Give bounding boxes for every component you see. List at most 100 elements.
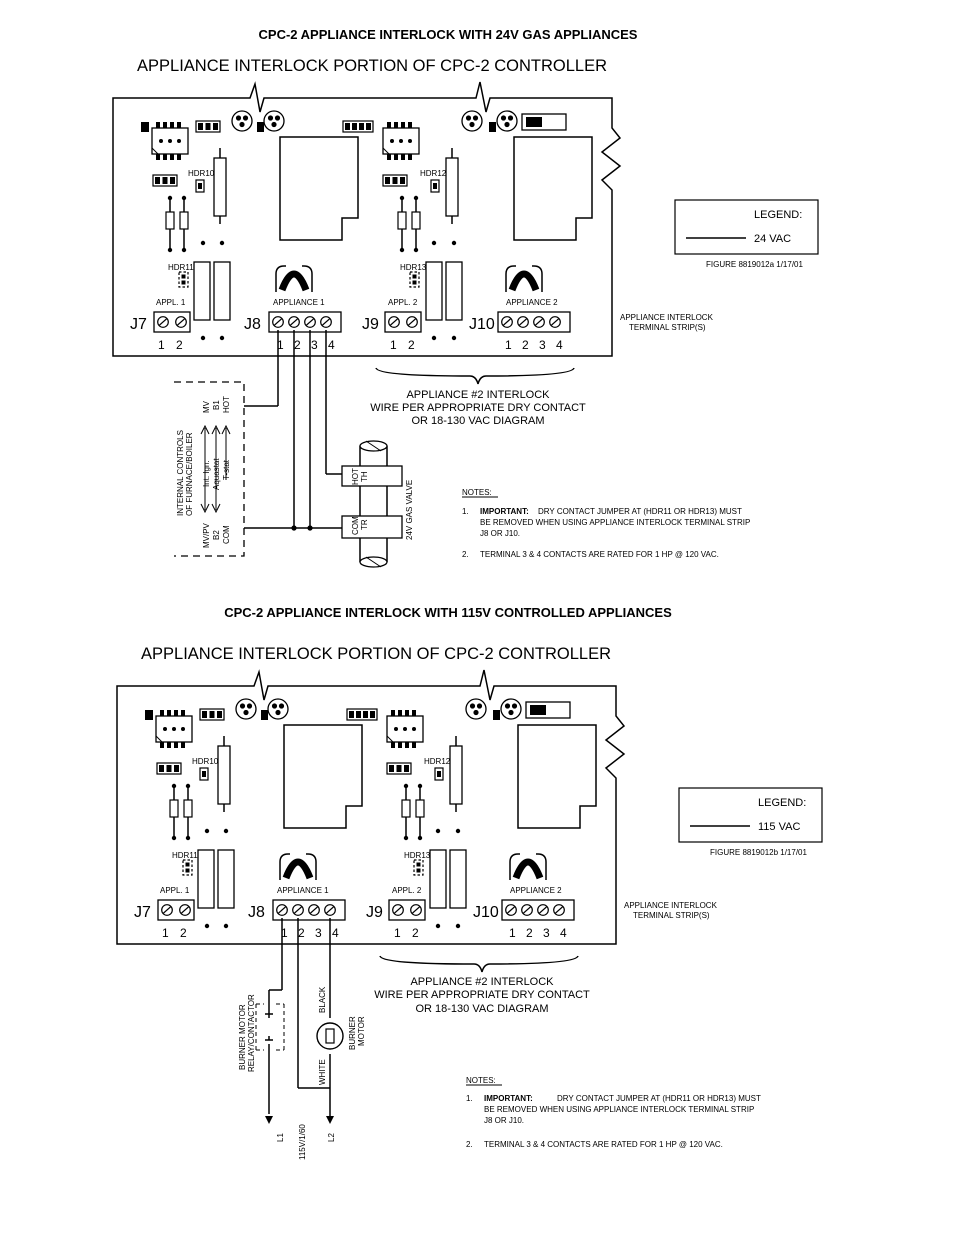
bottom-notes: NOTES: 1. IMPORTANT: DRY CONTACT JUMPER …: [466, 1076, 761, 1149]
svg-text:2: 2: [298, 926, 305, 940]
svg-text:MV: MV: [202, 400, 211, 413]
mounting-screw-icon: [500, 698, 522, 720]
bottom-board-subtitle: APPLIANCE INTERLOCK PORTION OF CPC-2 CON…: [141, 645, 611, 663]
svg-text:24V GAS VALVE: 24V GAS VALVE: [405, 480, 414, 540]
svg-text:J8 OR J10.: J8 OR J10.: [480, 529, 520, 538]
svg-text:WIRE PER APPROPRIATE DRY CONTA: WIRE PER APPROPRIATE DRY CONTACT: [370, 402, 586, 414]
svg-text:1: 1: [162, 926, 169, 940]
appliance2-label: APPLIANCE 2: [506, 298, 558, 307]
appl2-label: APPL. 2: [388, 298, 418, 307]
resistor-pair-icon: [165, 195, 189, 253]
svg-text:BLACK: BLACK: [318, 986, 327, 1013]
appliance2-label: APPLIANCE 2: [510, 886, 562, 895]
terminal-strip-j7: [153, 311, 191, 333]
j9-label: J9: [362, 316, 379, 333]
figure-label: FIGURE 8819012b 1/17/01: [710, 848, 808, 857]
top-diagram-title: CPC-2 APPLIANCE INTERLOCK WITH 24V GAS A…: [259, 27, 638, 42]
svg-text:2: 2: [180, 926, 187, 940]
appliance2-brace: [375, 367, 575, 385]
svg-text:3: 3: [311, 338, 318, 352]
terminal-strip-j10: [497, 311, 571, 333]
svg-text:3: 3: [543, 926, 550, 940]
svg-text:B1: B1: [212, 400, 221, 410]
relay-ic-icon: [386, 709, 424, 749]
svg-text:1: 1: [509, 926, 516, 940]
svg-text:NOTES:: NOTES:: [466, 1076, 496, 1085]
svg-text:MOTOR: MOTOR: [357, 1016, 366, 1046]
svg-text:TERMINAL 3 & 4 CONTACTS ARE RA: TERMINAL 3 & 4 CONTACTS ARE RATED FOR 1 …: [480, 550, 719, 559]
svg-text:OF FURNACE/BOILER: OF FURNACE/BOILER: [185, 432, 194, 516]
motor-labels: BURNER MOTOR RELAY/CONTACTOR BLACK WHITE…: [238, 986, 366, 1160]
resistor-pair-icon: [169, 783, 193, 841]
svg-text:IMPORTANT:: IMPORTANT:: [480, 507, 529, 516]
top-left-components: [141, 110, 359, 341]
bottom-legend: LEGEND: 115 VAC FIGURE 8819012b 1/17/01: [678, 787, 823, 857]
svg-text:HOT: HOT: [351, 468, 360, 485]
hdr12-label: HDR12: [420, 169, 447, 178]
svg-text:4: 4: [328, 338, 335, 352]
bottom-diagram-title: CPC-2 APPLIANCE INTERLOCK WITH 115V CONT…: [224, 605, 672, 620]
relay-ic-icon: [382, 121, 420, 161]
resistor-pair-icon: [397, 195, 421, 253]
hdr11-label: HDR11: [168, 263, 194, 272]
appliance2-note: APPLIANCE #2 INTERLOCK WIRE PER APPROPRI…: [370, 389, 586, 427]
svg-text:WIRE PER APPROPRIATE DRY CONTA: WIRE PER APPROPRIATE DRY CONTACT: [374, 989, 590, 1001]
svg-text:OR 18-130 VAC DIAGRAM: OR 18-130 VAC DIAGRAM: [411, 415, 544, 427]
svg-text:DRY CONTACT JUMPER AT (HDR11 O: DRY CONTACT JUMPER AT (HDR11 OR HDR13) M…: [538, 507, 742, 516]
figure-label: FIGURE 8819012a 1/17/01: [706, 260, 804, 269]
svg-text:2: 2: [294, 338, 301, 352]
svg-text:NOTES:: NOTES:: [462, 488, 492, 497]
svg-text:1: 1: [390, 338, 397, 352]
relay-jumper-icon: [280, 854, 316, 880]
svg-text:1.: 1.: [466, 1094, 473, 1103]
strip-label-line1: APPLIANCE INTERLOCK: [620, 313, 714, 322]
appl1-label: APPL. 1: [156, 298, 186, 307]
terminal-strip-j9: [388, 899, 426, 921]
strip-label-line2: TERMINAL STRIP(S): [629, 323, 706, 332]
legend-line-label: 24 VAC: [754, 233, 791, 245]
relay-ic-icon: [155, 709, 193, 749]
mounting-screw-icon: [231, 110, 253, 132]
hdr13-label: HDR13: [404, 851, 431, 860]
relay-jumper-icon: [276, 266, 312, 292]
relay-jumper-icon: [506, 266, 542, 292]
svg-text:IMPORTANT:: IMPORTANT:: [484, 1094, 533, 1103]
top-wiring: [174, 330, 342, 557]
mounting-screw-icon: [235, 698, 257, 720]
terminal-strip-j9: [384, 311, 422, 333]
strip-label-line2: TERMINAL STRIP(S): [633, 911, 710, 920]
hdr11-jumper-icon: [182, 859, 193, 876]
mounting-screw-icon: [461, 110, 483, 132]
bottom-wiring: [255, 918, 344, 1124]
terminal-strip-j7: [157, 899, 195, 921]
top-notes: NOTES: 1. IMPORTANT: DRY CONTACT JUMPER …: [462, 488, 750, 559]
svg-text:WHITE: WHITE: [318, 1059, 327, 1085]
legend-title: LEGEND:: [758, 797, 806, 809]
svg-text:2.: 2.: [462, 550, 469, 559]
j10-label: J10: [469, 316, 495, 333]
svg-text:OR 18-130 VAC DIAGRAM: OR 18-130 VAC DIAGRAM: [415, 1003, 548, 1015]
j8-label: J8: [244, 316, 261, 333]
bottom-diagram: CPC-2 APPLIANCE INTERLOCK WITH 115V CONT…: [116, 605, 823, 1160]
svg-text:BURNER MOTOR: BURNER MOTOR: [238, 1004, 247, 1070]
svg-text:B2: B2: [212, 530, 221, 540]
svg-text:J8 OR J10.: J8 OR J10.: [484, 1116, 524, 1125]
hdr11-jumper-icon: [178, 271, 189, 288]
svg-text:BURNER: BURNER: [348, 1016, 357, 1050]
bottom-board-outline: [116, 669, 626, 945]
svg-text:1.: 1.: [462, 507, 469, 516]
svg-text:COM: COM: [222, 525, 231, 544]
svg-text:1: 1: [277, 338, 284, 352]
svg-text:115V/1/60: 115V/1/60: [298, 1124, 307, 1160]
terminal-strip-j8: [272, 899, 346, 921]
svg-text:1: 1: [505, 338, 512, 352]
top-board-subtitle: APPLIANCE INTERLOCK PORTION OF CPC-2 CON…: [137, 57, 607, 75]
bottom-right-components: [346, 698, 597, 929]
hdr12-label: HDR12: [424, 757, 451, 766]
bottom-left-components: [145, 698, 363, 929]
mounting-screw-icon: [496, 110, 518, 132]
hdr11-label: HDR11: [172, 851, 198, 860]
svg-text:2.: 2.: [466, 1140, 473, 1149]
mounting-screw-icon: [465, 698, 487, 720]
